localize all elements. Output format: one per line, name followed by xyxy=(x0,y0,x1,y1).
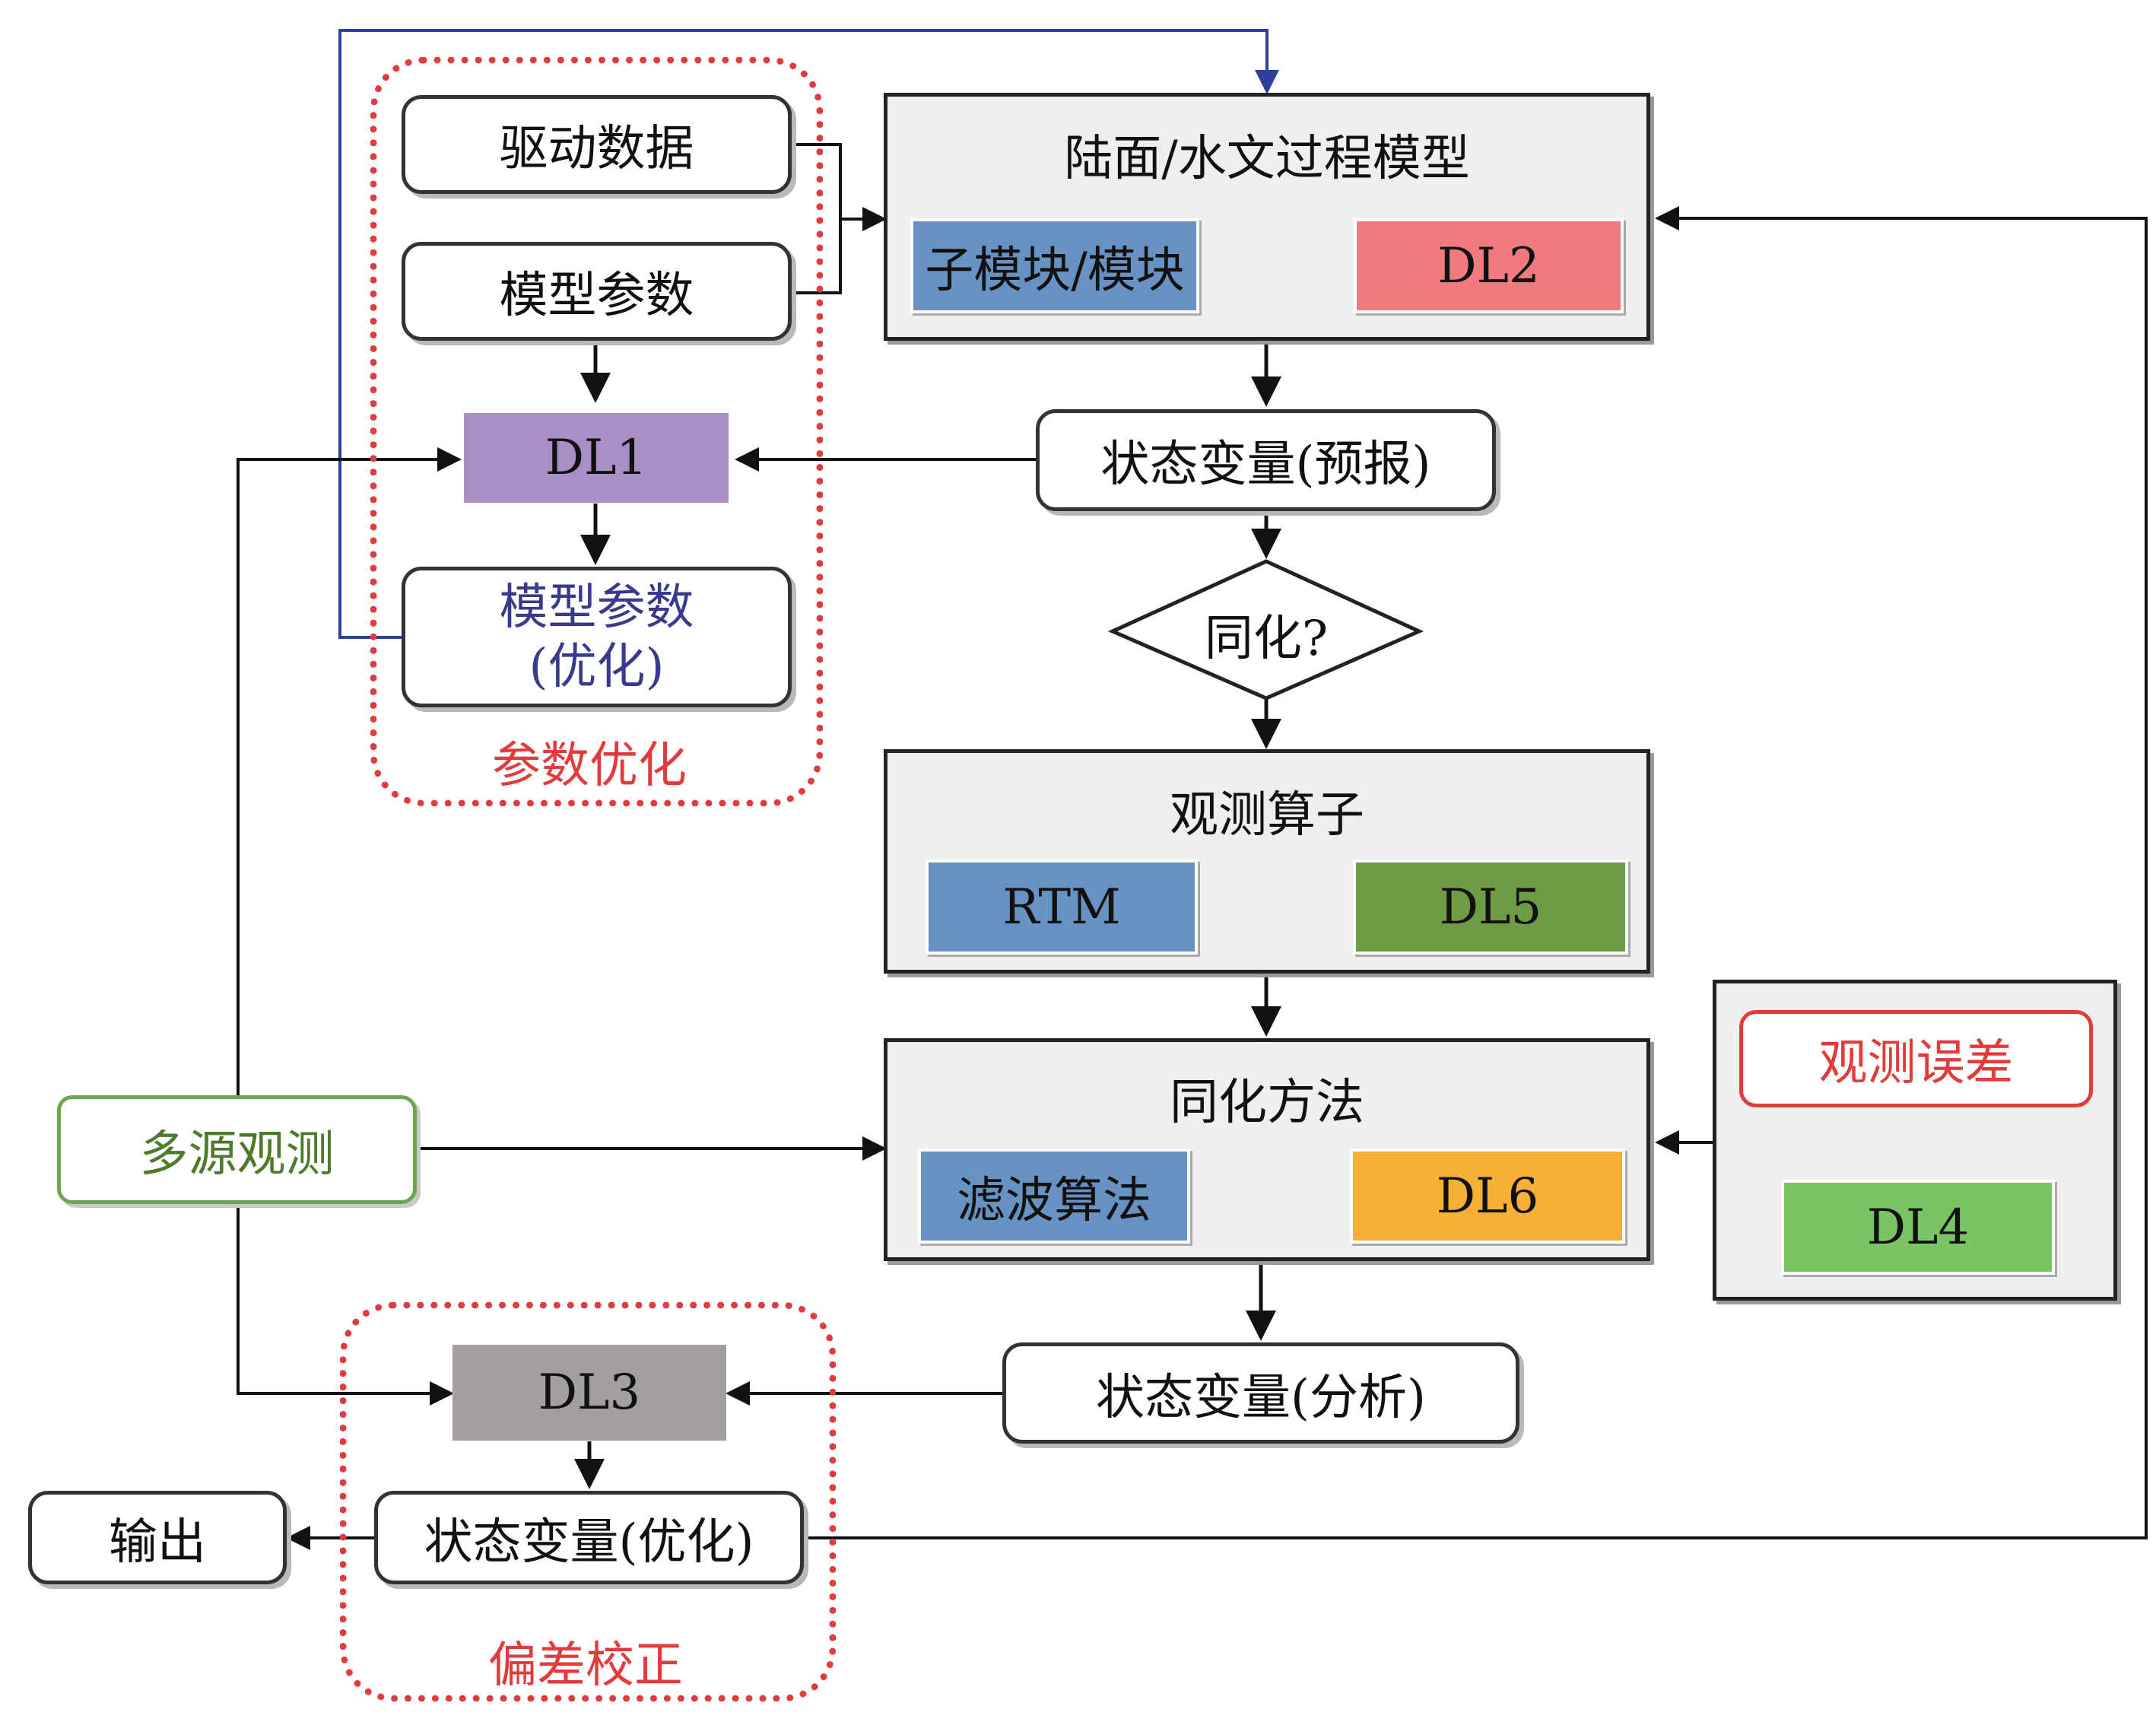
feedback-arrow-optimized-params xyxy=(338,29,1279,639)
obs-error-box[interactable]: 观测误差 xyxy=(1739,1010,2093,1107)
state-analysis-box[interactable]: 状态变量(分析) xyxy=(1002,1342,1519,1444)
state-optimized-box[interactable]: 状态变量(优化) xyxy=(374,1491,804,1584)
optimized-params-line2: (优化) xyxy=(529,638,665,695)
dl6-box[interactable]: DL6 xyxy=(1350,1149,1625,1244)
assimilate-decision-label: 同化? xyxy=(1204,611,1329,667)
dl3-box[interactable]: DL3 xyxy=(452,1345,726,1441)
dl2-box[interactable]: DL2 xyxy=(1354,218,1624,313)
dl4-box[interactable]: DL4 xyxy=(1781,1180,2055,1275)
assim-method-panel[interactable]: 同化方法 滤波算法 DL6 xyxy=(884,1038,1650,1261)
param-optimization-group xyxy=(370,57,823,806)
bias-correction-group xyxy=(340,1302,836,1701)
assim-method-title: 同化方法 xyxy=(1170,1075,1364,1131)
rtm-box[interactable]: RTM xyxy=(926,859,1198,955)
state-forecast-box[interactable]: 状态变量(预报) xyxy=(1036,409,1496,511)
dl1-box[interactable]: DL1 xyxy=(464,413,729,503)
obs-operator-panel[interactable]: 观测算子 RTM DL5 xyxy=(884,749,1650,974)
output-box[interactable]: 输出 xyxy=(28,1491,287,1584)
arrow-obs-to-dl3 xyxy=(237,1204,454,1406)
multi-source-obs-box[interactable]: 多源观测 xyxy=(57,1095,417,1204)
optimized-params-box[interactable]: 模型参数 (优化) xyxy=(402,567,792,707)
filter-algorithm-box[interactable]: 滤波算法 xyxy=(918,1149,1190,1244)
drive-data-box[interactable]: 驱动数据 xyxy=(402,95,792,194)
arrow-optimized-to-model xyxy=(804,206,2148,1539)
land-model-panel[interactable]: 陆面/水文过程模型 子模块/模块 DL2 xyxy=(884,93,1650,341)
obs-operator-title: 观测算子 xyxy=(1170,787,1364,844)
bias-correction-label: 偏差校正 xyxy=(488,1638,683,1694)
model-params-box[interactable]: 模型参数 xyxy=(402,242,792,341)
obs-error-panel[interactable]: 观测误差 DL4 xyxy=(1713,980,2117,1301)
param-optimization-label: 参数优化 xyxy=(492,738,687,794)
land-model-title: 陆面/水文过程模型 xyxy=(1064,131,1470,187)
assimilate-decision-diamond xyxy=(1107,559,1424,701)
dl5-box[interactable]: DL5 xyxy=(1353,859,1628,955)
arrow-obs-to-dl1 xyxy=(237,447,462,1095)
optimized-params-line1: 模型参数 xyxy=(499,579,694,636)
submodule-box[interactable]: 子模块/模块 xyxy=(910,218,1199,313)
